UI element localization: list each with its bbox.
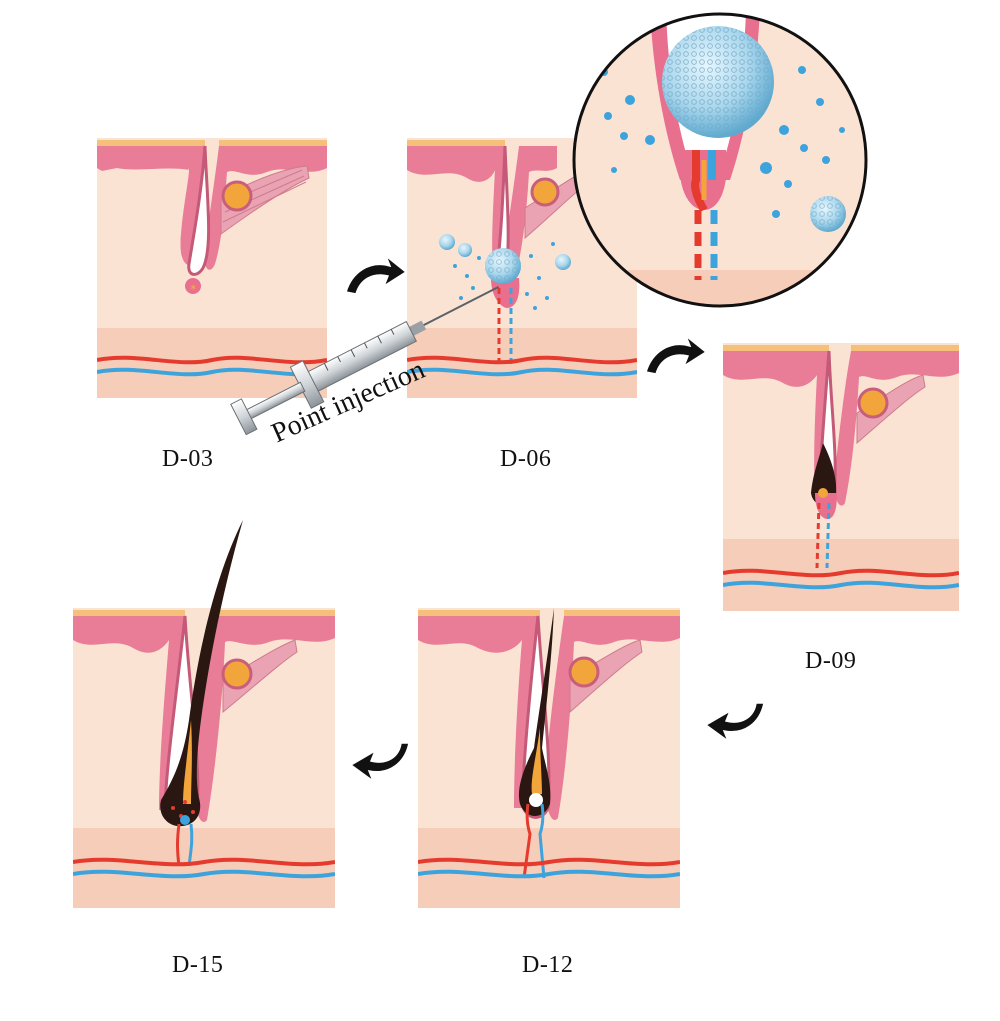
skin-cross-section-d15 <box>73 520 335 908</box>
zoom-detail-circle <box>572 12 868 308</box>
curved-arrow-icon <box>704 702 765 744</box>
curved-arrow-icon <box>349 742 410 784</box>
panel-d12 <box>418 608 680 908</box>
curved-arrow-icon <box>645 333 708 375</box>
stage-label: D-12 <box>522 952 574 978</box>
stage-label: D-09 <box>805 648 857 674</box>
stage-label: D-06 <box>500 446 552 472</box>
curved-arrow-icon <box>345 253 408 295</box>
skin-cross-section-d03: ✶ <box>97 138 327 398</box>
panel-d15 <box>73 520 335 908</box>
stage-label: D-15 <box>172 952 224 978</box>
panel-d03: ✶ <box>97 138 327 398</box>
syringe-icon <box>230 286 500 436</box>
skin-cross-section-d12 <box>418 608 680 908</box>
panel-d09 <box>723 343 959 611</box>
svg-text:✶: ✶ <box>189 283 197 294</box>
skin-cross-section-d09 <box>723 343 959 611</box>
stage-label: D-03 <box>162 446 214 472</box>
